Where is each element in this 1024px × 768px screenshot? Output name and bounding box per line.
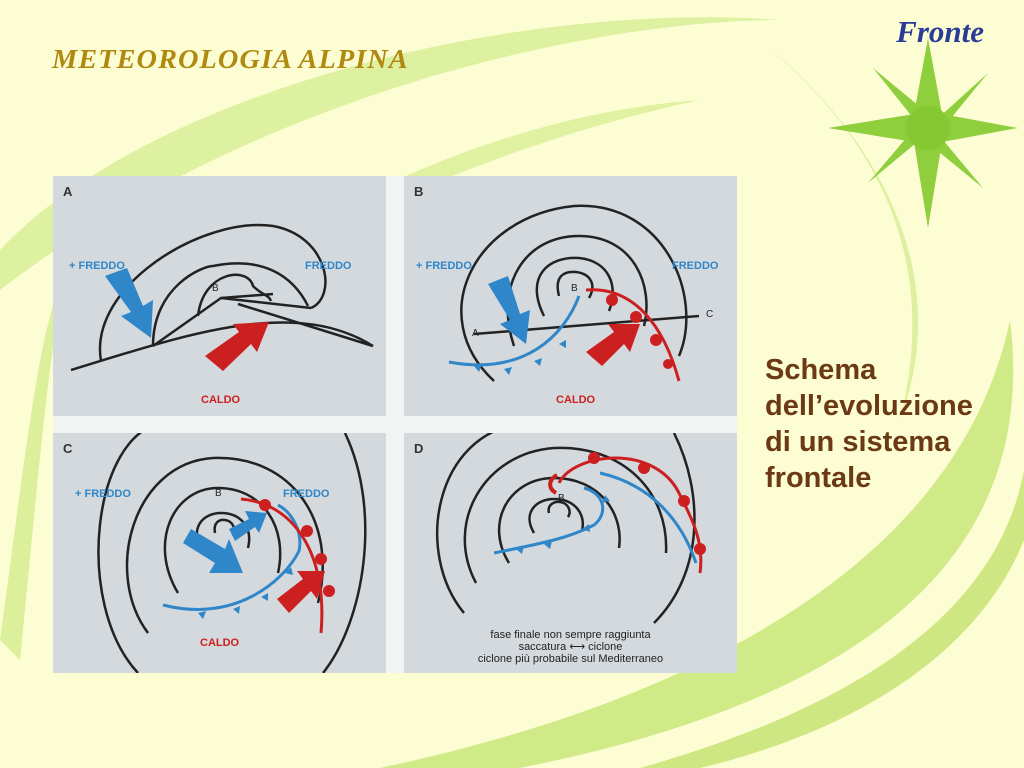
cold-label: FREDDO	[283, 488, 330, 500]
description-line: dell’evoluzione	[765, 390, 973, 422]
frontal-system-figure: A + FREDDO FREDDO CALDO B	[53, 176, 737, 673]
caption-trough: saccatura	[518, 641, 567, 653]
warm-air-arrow-icon	[205, 322, 269, 371]
panel-label: C	[63, 441, 73, 456]
corner-title: Fronte	[896, 14, 984, 49]
section-end-label: C	[706, 309, 714, 320]
low-pressure-label: B	[558, 493, 565, 504]
slide-description: Schema dell’evoluzione di un sistema fro…	[765, 352, 1005, 496]
cold-more-label: + FREDDO	[416, 260, 472, 272]
panel-b: B + FREDDO FREDDO CALDO B A C	[404, 176, 737, 416]
description-line: frontale	[765, 462, 872, 494]
panel-label: D	[414, 441, 424, 456]
cold-label: FREDDO	[305, 260, 352, 272]
warm-air-arrow-icon	[277, 571, 325, 613]
low-pressure-label: B	[571, 283, 578, 294]
cold-label: FREDDO	[672, 260, 719, 272]
slide-title: METEOROLOGIA ALPINA	[52, 44, 409, 74]
description-line: Schema	[765, 354, 877, 386]
caption-line-3: ciclone più probabile sul Mediterraneo	[477, 653, 664, 665]
panel-label: B	[414, 184, 424, 199]
panel-c-drawing	[97, 433, 367, 673]
caption-line-2: saccatura ⟷ ciclone	[404, 641, 737, 653]
cold-more-label: + FREDDO	[75, 488, 131, 500]
cold-air-arrow-icon	[105, 268, 153, 338]
panel-label: A	[63, 184, 73, 199]
warm-label: CALDO	[200, 637, 240, 649]
double-arrow-icon: ⟷	[569, 641, 586, 653]
section-start-label: A	[472, 328, 479, 339]
cold-air-arrow-icon	[488, 276, 530, 344]
warm-label: CALDO	[556, 394, 596, 406]
caption-cyclone: ciclone	[588, 641, 623, 653]
warm-label: CALDO	[201, 394, 241, 406]
cold-air-arrow-icon	[229, 511, 267, 541]
star-icon	[828, 38, 1018, 228]
cold-more-label: + FREDDO	[69, 260, 125, 272]
panel-c: C + FREDDO FREDDO CALDO B	[53, 433, 386, 673]
low-pressure-label: B	[212, 283, 219, 294]
cold-air-arrow-icon	[183, 529, 243, 573]
panel-a: A + FREDDO FREDDO CALDO B	[53, 176, 386, 416]
panel-d-drawing	[436, 433, 706, 624]
panel-a-drawing	[70, 223, 374, 372]
panel-b-drawing	[448, 204, 700, 382]
warm-air-arrow-icon	[586, 324, 640, 366]
low-pressure-label: B	[215, 488, 222, 499]
panel-d: D B fase finale non sempre raggiunta sac…	[404, 433, 737, 673]
caption-line-1: fase finale non sempre raggiunta	[490, 629, 651, 641]
description-line: di un sistema	[765, 426, 951, 458]
